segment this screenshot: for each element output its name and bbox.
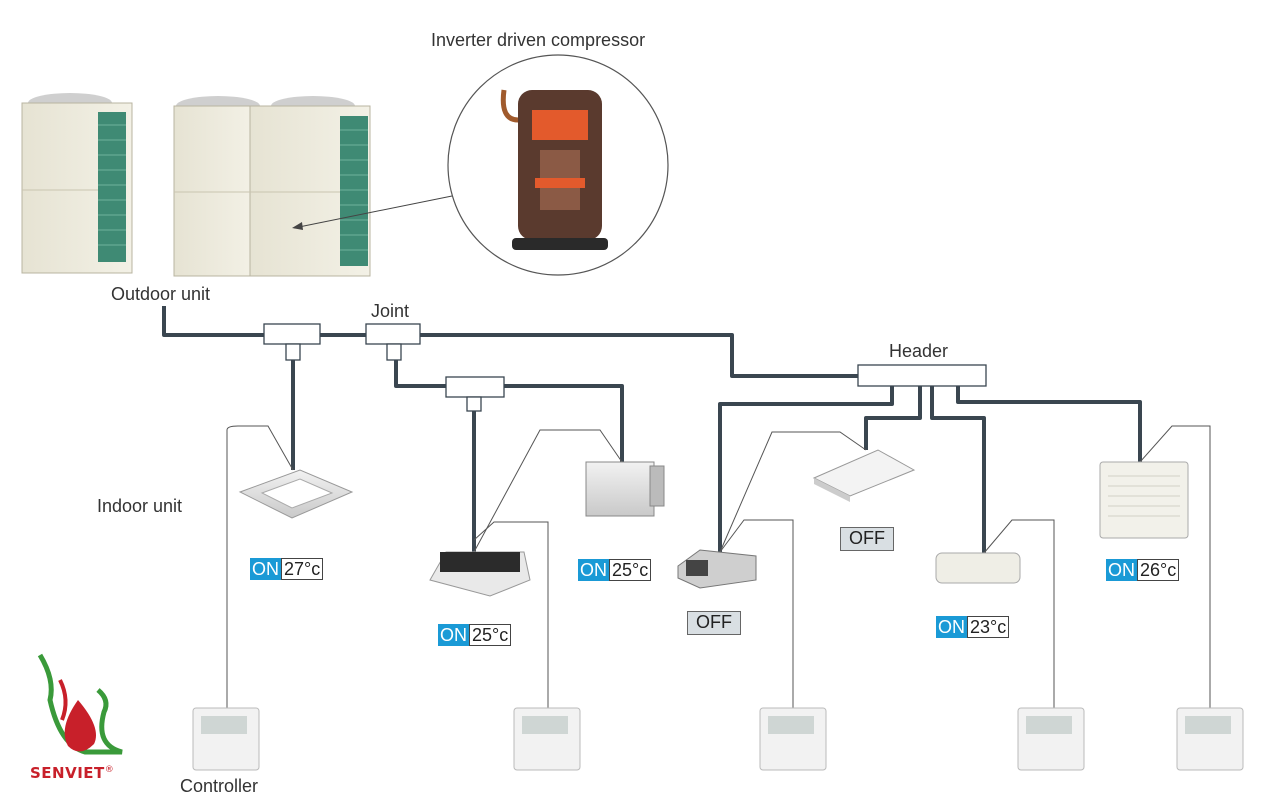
on-indicator: ON	[438, 624, 469, 646]
brand-text: SENVIET	[30, 764, 105, 782]
refrigerant-piping	[162, 306, 1142, 553]
registered-mark: ®	[104, 765, 115, 775]
controller-device	[1176, 707, 1244, 771]
outdoor-unit-image	[21, 93, 371, 277]
wall-mounted-unit	[935, 552, 1021, 584]
temperature-value: 26°c	[1137, 559, 1180, 581]
cassette-1way-unit	[429, 551, 531, 597]
joint-fitting	[263, 323, 321, 361]
controller-device	[513, 707, 581, 771]
ceiling-suspended-unit	[812, 449, 916, 502]
compressor-label: Inverter driven compressor	[431, 30, 646, 50]
indoor-unit-label: Indoor unit	[97, 496, 183, 516]
status-badge: OFF	[687, 611, 741, 635]
temperature-value: 25°c	[469, 624, 512, 646]
compressor-image	[447, 54, 669, 276]
outdoor-unit-label: Outdoor unit	[111, 284, 211, 304]
floor-console-unit	[1099, 461, 1189, 539]
control-wiring	[226, 425, 1211, 712]
compressor-pointer-arrow	[293, 195, 453, 229]
on-indicator: ON	[578, 559, 609, 581]
on-indicator: ON	[1106, 559, 1137, 581]
temperature-value: 23°c	[967, 616, 1010, 638]
on-indicator: ON	[936, 616, 967, 638]
joint-fitting	[365, 323, 421, 361]
floor-standing-cabinet-unit	[585, 461, 665, 517]
controller-label: Controller	[180, 776, 259, 796]
header-label: Header	[889, 341, 949, 361]
temperature-value: 25°c	[609, 559, 652, 581]
joint-fitting	[445, 376, 505, 412]
brand-name: SENVIET®	[30, 764, 114, 782]
ducted-unit	[677, 549, 757, 589]
joint-label: Joint	[371, 301, 410, 321]
on-indicator: ON	[250, 558, 281, 580]
senviet-logo-icon	[37, 653, 123, 755]
temperature-value: 27°c	[281, 558, 324, 580]
header-fitting	[857, 364, 987, 387]
controller-device	[759, 707, 827, 771]
cassette-4way-unit	[238, 469, 354, 519]
status-badge: OFF	[840, 527, 894, 551]
arrow-head-icon	[292, 222, 303, 230]
controller-device	[1017, 707, 1085, 771]
controller-device	[192, 707, 260, 771]
